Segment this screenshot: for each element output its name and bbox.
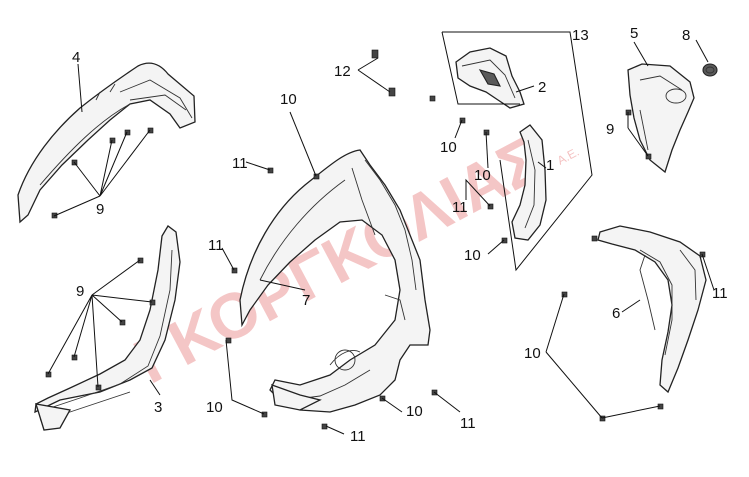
callout-10-group-middle: 10 [474,167,491,184]
callout-1: 1 [546,157,554,174]
callout-10-bottom-center: 10 [406,403,423,420]
callout-10-top-center: 10 [280,91,297,108]
part-12-bolt [357,49,396,97]
group-13-outline [441,31,593,272]
callout-2: 2 [538,79,546,96]
callout-11-left: 11 [208,237,224,254]
callout-10-bottom-left: 10 [206,399,223,416]
callout-11-upper-center: 11 [232,155,248,172]
callout-labels: 4 9 9 3 10 11 11 7 10 11 10 11 12 13 2 1… [72,25,728,445]
part-5-rear-upper-cover [627,63,695,174]
callout-11-bottom: 11 [350,428,366,445]
part-2-small-panel [455,47,525,109]
callout-9-right: 9 [606,121,614,138]
part-3-lower-side-cover [34,225,181,431]
callout-7: 7 [302,292,310,309]
callout-9-lower-left: 9 [76,283,84,300]
watermark-suffix: A.E. [555,145,582,168]
callout-11-right: 11 [712,285,728,302]
callout-4: 4 [72,49,80,66]
callout-10-right: 10 [524,345,541,362]
part-1-side-panel [511,124,547,241]
callout-13: 13 [572,27,589,44]
callout-3: 3 [154,399,162,416]
callout-11-bottom-right: 11 [460,415,476,432]
callout-6: 6 [612,305,620,322]
part-8-cap [702,63,718,77]
part-4-front-upper-cover [17,62,196,224]
callout-10-group-lower: 10 [464,247,481,264]
part-7-inner-leg-shield [239,149,431,413]
part-6-rear-side-cover [597,225,707,394]
callout-8: 8 [682,27,690,44]
callout-9-upper-left: 9 [96,201,104,218]
leader-lines [47,39,715,435]
callout-12: 12 [334,63,351,80]
callout-10-group-upper: 10 [440,139,457,156]
callout-5: 5 [630,25,638,42]
callout-11-group: 11 [452,199,468,216]
